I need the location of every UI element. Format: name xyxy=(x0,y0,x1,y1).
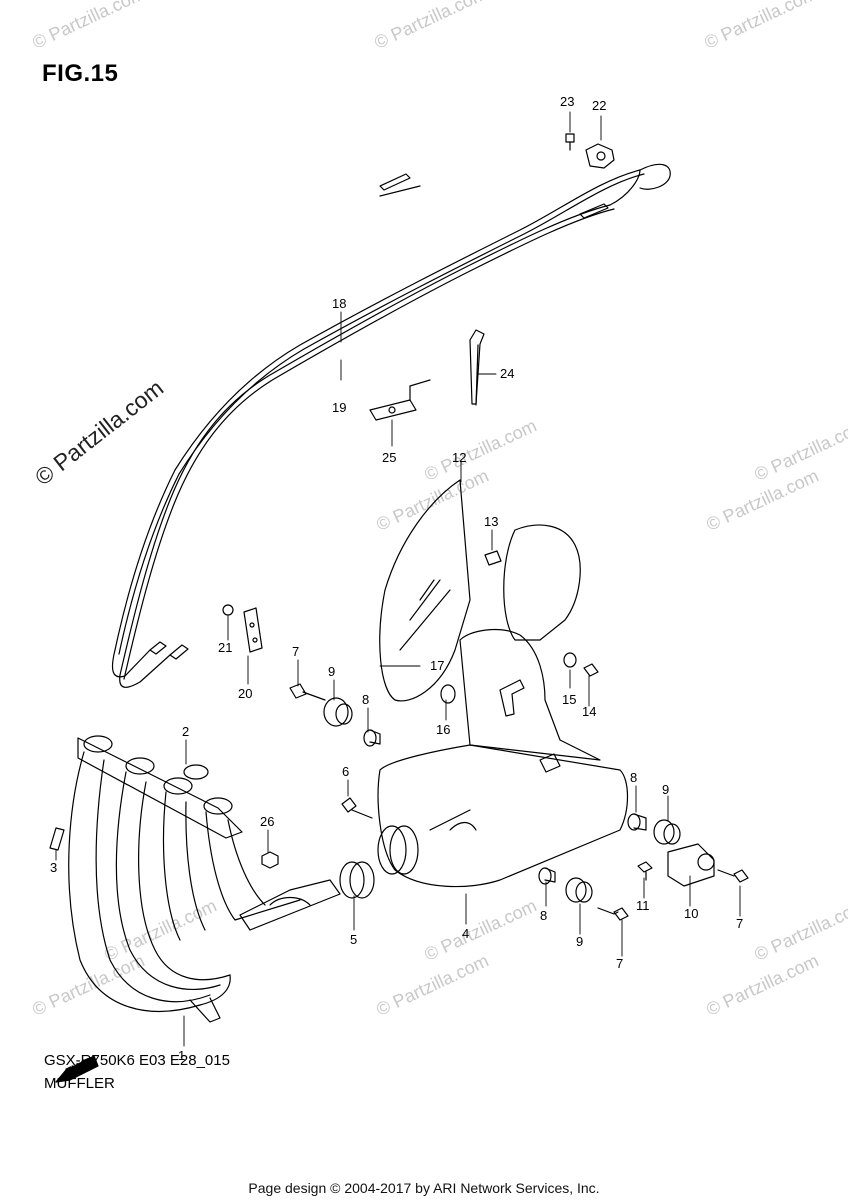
callout-3: 3 xyxy=(50,860,57,875)
page-credit: Page design © 2004-2017 by ARI Network S… xyxy=(248,1180,600,1196)
callout-4: 4 xyxy=(462,926,469,941)
leader-lines xyxy=(55,111,741,1047)
cable-18-icon xyxy=(114,163,671,655)
callout-21: 21 xyxy=(218,640,232,655)
grommet-9-lower-icon xyxy=(565,877,593,903)
stud-3-icon xyxy=(49,827,65,851)
callout-16: 16 xyxy=(436,722,450,737)
section-name: MUFFLER xyxy=(44,1075,115,1092)
collar-8-lower-icon xyxy=(538,867,556,885)
bolt-14-icon xyxy=(583,663,599,677)
callout-8: 8 xyxy=(362,692,369,707)
callout-9: 9 xyxy=(576,934,583,949)
bolt-7-icon xyxy=(289,683,326,701)
callout-22: 22 xyxy=(592,98,606,113)
callout-10: 10 xyxy=(684,906,698,921)
muffler-4-icon xyxy=(377,629,629,888)
bolt-11-icon xyxy=(637,861,653,881)
callout-12: 12 xyxy=(452,450,466,465)
nut-21-icon xyxy=(222,604,234,616)
callout-19: 19 xyxy=(332,400,346,415)
model-code: GSX-R750K6 E03 E28_015 xyxy=(44,1052,230,1069)
cable-tie-24-icon xyxy=(469,329,485,406)
callout-18: 18 xyxy=(332,296,346,311)
exhaust-header-1-icon xyxy=(68,735,341,1023)
callout-1: 1 xyxy=(178,1048,185,1063)
collar-15-icon xyxy=(563,652,577,668)
bracket-25-icon xyxy=(369,379,431,421)
callout-8: 8 xyxy=(630,770,637,785)
callout-labels: 23 22 18 24 19 25 12 13 21 20 7 9 8 17 1… xyxy=(50,94,743,1080)
nut-26-icon xyxy=(261,851,279,869)
bolt-7-lower-icon xyxy=(597,907,629,921)
heat-shield-12-icon xyxy=(379,479,581,702)
grommet-16-icon xyxy=(440,684,456,704)
callout-8: 8 xyxy=(540,908,547,923)
callout-5: 5 xyxy=(350,932,357,947)
gasket-2-icon xyxy=(183,764,209,780)
callout-17: 17 xyxy=(430,658,444,673)
callout-25: 25 xyxy=(382,450,396,465)
collar-8-icon xyxy=(363,729,381,747)
fwd-arrow-icon xyxy=(55,1055,99,1083)
callout-2: 2 xyxy=(182,724,189,739)
grommet-9-right-icon xyxy=(653,819,681,845)
clamp-5-icon xyxy=(339,861,375,899)
cable-19-icon xyxy=(119,169,641,680)
bolt-7-right-icon xyxy=(717,869,749,883)
callout-26: 26 xyxy=(260,814,274,829)
callout-13: 13 xyxy=(484,514,498,529)
callout-24: 24 xyxy=(500,366,514,381)
callout-11: 11 xyxy=(636,898,650,913)
callout-9: 9 xyxy=(328,664,335,679)
callout-23: 23 xyxy=(560,94,574,109)
callout-20: 20 xyxy=(238,686,252,701)
bolt-6-icon xyxy=(341,797,373,819)
callout-15: 15 xyxy=(562,692,576,707)
figure-title: FIG.15 xyxy=(42,60,119,87)
grommet-9-icon xyxy=(323,697,353,727)
bolt-23-icon xyxy=(565,133,575,151)
callout-7: 7 xyxy=(292,644,299,659)
collar-8-right-icon xyxy=(627,813,647,831)
bracket-20-icon xyxy=(243,607,263,653)
callout-6: 6 xyxy=(342,764,349,779)
callout-7: 7 xyxy=(616,956,623,971)
callout-9: 9 xyxy=(662,782,669,797)
callout-14: 14 xyxy=(582,704,596,719)
bracket-10-icon xyxy=(667,843,715,887)
callout-7: 7 xyxy=(736,916,743,931)
cable-bracket-22-icon xyxy=(585,143,615,169)
cable-end-icon xyxy=(111,641,189,688)
